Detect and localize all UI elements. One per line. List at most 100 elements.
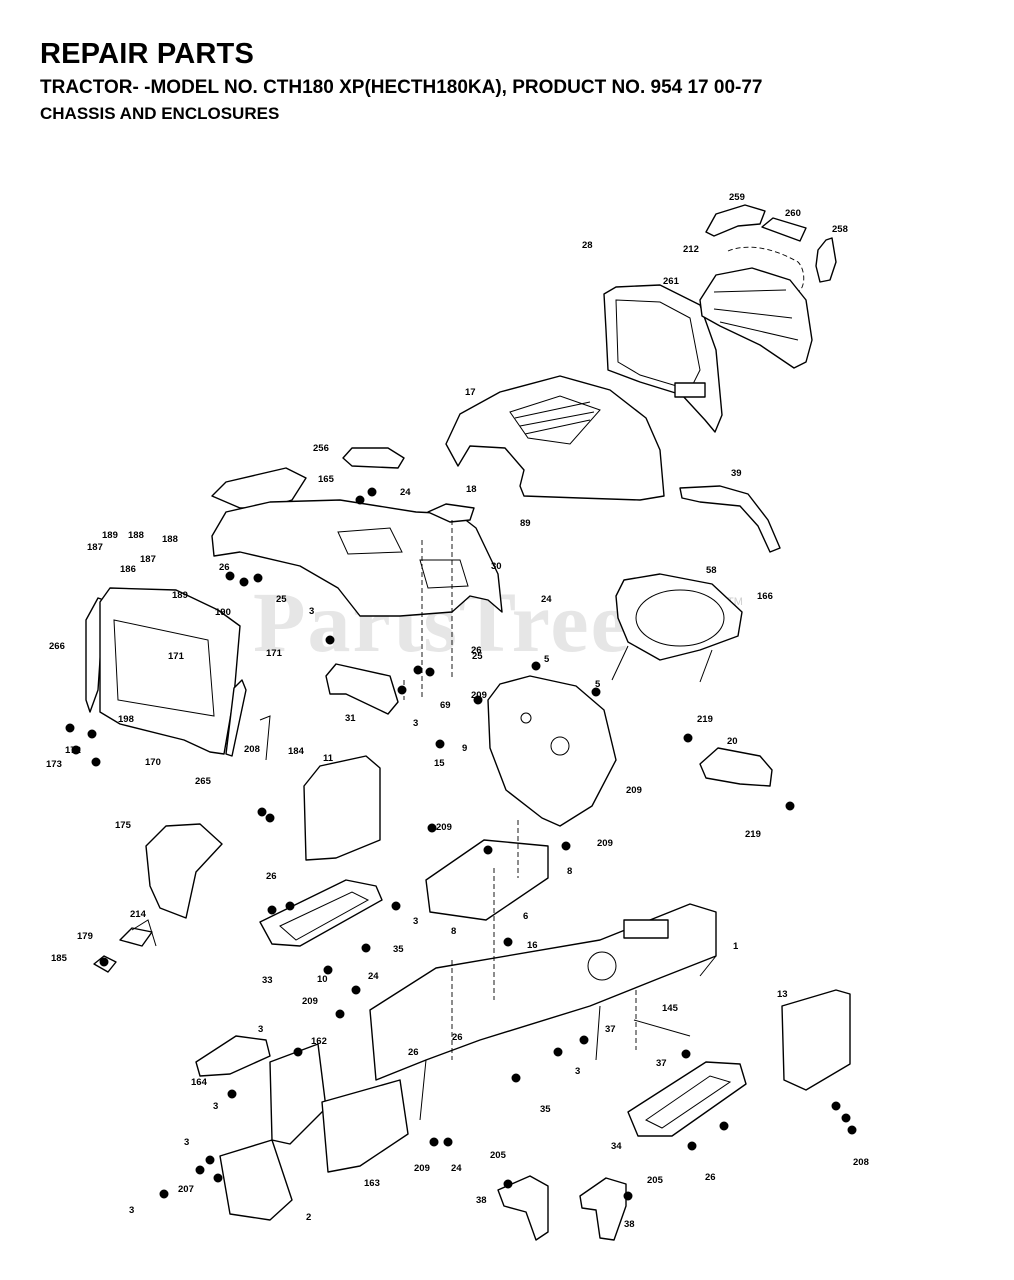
callout-187: 187: [140, 554, 156, 565]
callout-208: 208: [853, 1157, 869, 1168]
bolt-hardware: [71, 745, 81, 755]
callout-58: 58: [706, 565, 717, 576]
bolt-hardware: [285, 901, 295, 911]
callout-2: 2: [306, 1212, 312, 1223]
callout-209: 209: [597, 838, 613, 849]
callout-190: 190: [215, 607, 231, 618]
bolt-hardware: [391, 901, 401, 911]
callout-20: 20: [727, 736, 738, 747]
part-259: [705, 204, 766, 237]
callout-186: 186: [120, 564, 136, 575]
part-13: [781, 989, 851, 1091]
bolt-hardware: [503, 937, 513, 947]
bolt-hardware: [355, 495, 365, 505]
callout-266: 266: [49, 641, 65, 652]
bolt-hardware: [503, 1179, 513, 1189]
bolt-hardware: [367, 487, 377, 497]
bolt-hardware: [623, 1191, 633, 1201]
model-subtitle: TRACTOR- -MODEL NO. CTH180 XP(HECTH180KA…: [40, 77, 763, 98]
callout-258: 258: [832, 224, 848, 235]
callout-6: 6: [523, 911, 529, 922]
callout-166: 166: [757, 591, 773, 602]
bolt-hardware: [427, 823, 437, 833]
callout-175: 175: [115, 820, 131, 831]
bolt-hardware: [257, 807, 267, 817]
part-163: [321, 1079, 409, 1173]
bolt-hardware: [443, 1137, 453, 1147]
callout-189: 189: [102, 530, 118, 541]
callout-1: 1: [733, 941, 739, 952]
part-179: [119, 927, 153, 947]
callout-24: 24: [400, 487, 411, 498]
callout-261: 261: [663, 276, 679, 287]
callout-8: 8: [451, 926, 457, 937]
callout-8: 8: [567, 866, 573, 877]
bolt-hardware: [293, 1047, 303, 1057]
part-11: [303, 755, 381, 861]
callout-209: 209: [471, 690, 487, 701]
part-145: [633, 1019, 691, 1037]
part-17: [445, 375, 665, 501]
bolt-hardware: [227, 1089, 237, 1099]
callout-33: 33: [262, 975, 273, 986]
callout-145: 145: [662, 1003, 678, 1014]
callout-24: 24: [451, 1163, 462, 1174]
callout-69: 69: [440, 700, 451, 711]
callout-212: 212: [683, 244, 699, 255]
callout-25: 25: [276, 594, 287, 605]
callout-30: 30: [491, 561, 502, 572]
callout-198: 198: [118, 714, 134, 725]
page-title: REPAIR PARTS: [40, 38, 255, 70]
callout-209: 209: [626, 785, 642, 796]
part-162: [269, 1043, 327, 1145]
callout-89: 89: [520, 518, 531, 529]
part-214: [131, 919, 157, 947]
bolt-hardware: [213, 1173, 223, 1183]
bolt-hardware: [785, 801, 795, 811]
bolt-hardware: [253, 573, 263, 583]
bolt-hardware: [413, 665, 423, 675]
bolt-hardware: [429, 1137, 439, 1147]
section-title: CHASSIS AND ENCLOSURES: [40, 104, 280, 123]
part-34: [627, 1061, 747, 1137]
callout-219: 219: [697, 714, 713, 725]
bolt-hardware: [323, 965, 333, 975]
callout-17: 17: [465, 387, 476, 398]
bolt-hardware: [841, 1113, 851, 1123]
bolt-hardware: [239, 577, 249, 587]
callout-5: 5: [544, 654, 550, 665]
callout-24: 24: [541, 594, 552, 605]
bolt-hardware: [591, 687, 601, 697]
callout-208: 208: [244, 744, 260, 755]
callout-3: 3: [213, 1101, 219, 1112]
callout-39: 39: [731, 468, 742, 479]
part-30: [211, 499, 503, 617]
bolt-hardware: [553, 1047, 563, 1057]
bolt-hardware: [831, 1101, 841, 1111]
callout-35: 35: [540, 1104, 551, 1115]
callout-9: 9: [462, 743, 468, 754]
callout-26: 26: [705, 1172, 716, 1183]
callout-37: 37: [605, 1024, 616, 1035]
bolt-hardware: [265, 813, 275, 823]
callout-38: 38: [476, 1195, 487, 1206]
callout-259: 259: [729, 192, 745, 203]
callout-205: 205: [490, 1150, 506, 1161]
bolt-hardware: [483, 845, 493, 855]
callout-189: 189: [172, 590, 188, 601]
callout-209: 209: [436, 822, 452, 833]
callout-188: 188: [128, 530, 144, 541]
callout-209: 209: [414, 1163, 430, 1174]
callout-219: 219: [745, 829, 761, 840]
part-164: [195, 1035, 271, 1077]
bolt-hardware: [267, 905, 277, 915]
part-184: [259, 715, 271, 761]
callout-205: 205: [647, 1175, 663, 1186]
bolt-hardware: [683, 733, 693, 743]
callout-3: 3: [413, 916, 419, 927]
bolt-hardware: [473, 695, 483, 705]
callout-26: 26: [219, 562, 230, 573]
part-1: [369, 903, 717, 1081]
callout-188: 188: [162, 534, 178, 545]
